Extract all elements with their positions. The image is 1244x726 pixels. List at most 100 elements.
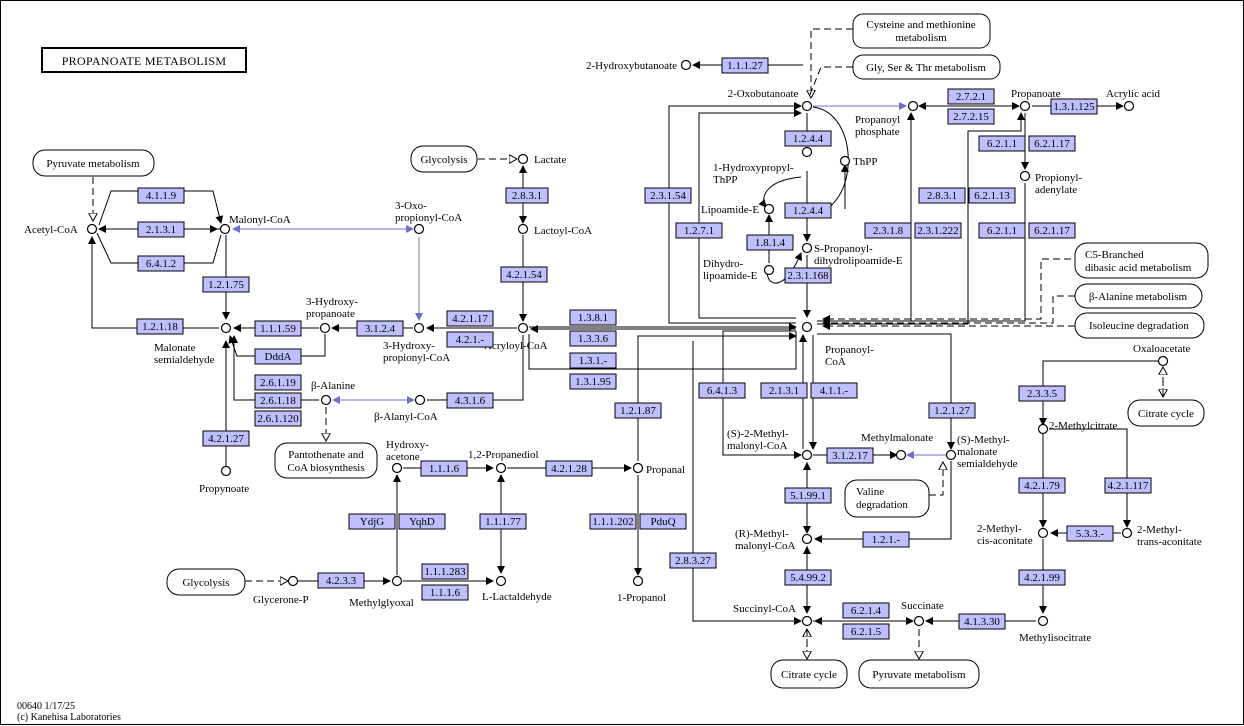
- node-lactoyl-coa[interactable]: [517, 223, 529, 235]
- enzyme-1-2-1-87[interactable]: 1.2.1.87: [614, 402, 662, 419]
- enzyme-1-1-1-202[interactable]: 1.1.1.202: [589, 513, 637, 530]
- node-propionyl-adenylate[interactable]: [1019, 170, 1031, 182]
- node-propanol[interactable]: [632, 575, 644, 587]
- enzyme-2-3-3-5[interactable]: 2.3.3.5: [1018, 385, 1066, 402]
- node-succinyl-coa[interactable]: [801, 615, 813, 627]
- node-acetyl-coa[interactable]: [86, 223, 98, 235]
- enzyme-2-8-3-1-left[interactable]: 2.8.3.1: [505, 187, 549, 204]
- node-oxopropionyl-coa[interactable]: [413, 223, 425, 235]
- node-propanoate[interactable]: [1019, 100, 1031, 112]
- enzyme-pduq[interactable]: PduQ: [639, 513, 687, 530]
- enzyme-1-1-1-283[interactable]: 1.1.1.283: [421, 563, 469, 580]
- node-methylmalonate[interactable]: [895, 449, 907, 461]
- enzyme-4-2-1-x[interactable]: 4.2.1.-: [446, 331, 494, 348]
- enzyme-2-6-1-120[interactable]: 2.6.1.120: [254, 410, 302, 427]
- node-propanal[interactable]: [632, 462, 644, 474]
- node-lipoamide-e[interactable]: [763, 203, 775, 215]
- map-glycolysis-top[interactable]: Glycolysis: [410, 145, 478, 173]
- enzyme-4-2-1-27[interactable]: 4.2.1.27: [202, 430, 250, 447]
- map-citrate-cycle-bottom[interactable]: Citrate cycle: [770, 659, 848, 689]
- node-s-propanoyl[interactable]: [801, 242, 813, 254]
- enzyme-1-1-1-59[interactable]: 1.1.1.59: [254, 320, 302, 337]
- enzyme-2-6-1-18[interactable]: 2.6.1.18: [254, 392, 302, 409]
- node-malonyl-coa[interactable]: [219, 223, 231, 235]
- node-hydroxypropanoate[interactable]: [319, 322, 331, 334]
- node-glycerone-p[interactable]: [287, 575, 299, 587]
- enzyme-1-3-1-x[interactable]: 1.3.1.-: [569, 352, 617, 369]
- enzyme-6-2-1-1-b[interactable]: 6.2.1.1: [978, 222, 1026, 239]
- enzyme-4-2-1-17[interactable]: 4.2.1.17: [446, 310, 494, 327]
- enzyme-2-8-3-1-right[interactable]: 2.8.3.1: [918, 187, 966, 204]
- node-methylglyoxal[interactable]: [391, 575, 403, 587]
- node-propanoyl-coa[interactable]: [801, 321, 813, 333]
- enzyme-4-2-1-79[interactable]: 4.2.1.79: [1018, 477, 1066, 494]
- map-citrate-cycle-right[interactable]: Citrate cycle: [1127, 399, 1205, 427]
- enzyme-1-3-1-125[interactable]: 1.3.1.125: [1050, 98, 1098, 115]
- node-hydroxypropyl-thpp[interactable]: [801, 146, 813, 158]
- map-glycolysis-bottom[interactable]: Glycolysis: [166, 568, 246, 596]
- enzyme-6-2-1-13[interactable]: 6.2.1.13: [968, 187, 1016, 204]
- enzyme-6-2-1-17-b[interactable]: 6.2.1.17: [1028, 222, 1076, 239]
- enzyme-ddda[interactable]: DddA: [254, 348, 302, 365]
- map-pantothenate[interactable]: Pantothenate and CoA biosynthesis: [274, 442, 378, 479]
- enzyme-1-3-3-6[interactable]: 1.3.3.6: [569, 330, 617, 347]
- node-oxobutanoate[interactable]: [801, 100, 813, 112]
- enzyme-3-1-2-17[interactable]: 3.1.2.17: [826, 447, 874, 464]
- node-r-methylmalonyl-coa[interactable]: [801, 533, 813, 545]
- enzyme-6-2-1-4[interactable]: 6.2.1.4: [842, 602, 890, 619]
- node-s-methylmalonyl-coa[interactable]: [801, 449, 813, 461]
- enzyme-1-8-1-4[interactable]: 1.8.1.4: [746, 234, 794, 251]
- map-pyruvate-bottom[interactable]: Pyruvate metabolism: [858, 659, 980, 689]
- enzyme-6-4-1-2[interactable]: 6.4.1.2: [137, 255, 185, 272]
- enzyme-6-4-1-3[interactable]: 6.4.1.3: [698, 382, 746, 399]
- enzyme-1-3-1-95[interactable]: 1.3.1.95: [569, 373, 617, 390]
- enzyme-4-2-1-28[interactable]: 4.2.1.28: [545, 460, 593, 477]
- node-beta-alanine[interactable]: [320, 394, 332, 406]
- node-thpp[interactable]: [839, 155, 851, 167]
- enzyme-2-7-2-1[interactable]: 2.7.2.1: [947, 88, 995, 105]
- enzyme-4-1-1-x[interactable]: 4.1.1.-: [810, 382, 858, 399]
- enzyme-6-2-1-1-a[interactable]: 6.2.1.1: [978, 135, 1026, 152]
- enzyme-2-8-3-27[interactable]: 2.8.3.27: [669, 552, 717, 569]
- enzyme-boxes[interactable]: 1.1.1.27 2.7.2.1 2.7.2.15 1.3.1.125 1.2.…: [136, 57, 1152, 640]
- node-beta-alanyl-coa[interactable]: [414, 394, 426, 406]
- node-acryloyl-coa[interactable]: [517, 322, 529, 334]
- node-succinate[interactable]: [913, 615, 925, 627]
- node-oxaloacetate[interactable]: [1157, 355, 1169, 367]
- enzyme-2-3-1-168[interactable]: 2.3.1.168: [784, 267, 832, 284]
- enzyme-2-6-1-19[interactable]: 2.6.1.19: [254, 374, 302, 391]
- enzyme-1-1-1-77[interactable]: 1.1.1.77: [479, 513, 527, 530]
- node-hydroxyacetone[interactable]: [391, 462, 403, 474]
- map-beta-alanine[interactable]: β-Alanine metabolism: [1074, 283, 1203, 309]
- enzyme-1-1-1-6-b[interactable]: 1.1.1.6: [421, 584, 469, 601]
- enzyme-2-3-1-222[interactable]: 2.3.1.222: [914, 222, 962, 239]
- enzyme-4-3-1-6[interactable]: 4.3.1.6: [446, 392, 494, 409]
- enzyme-3-1-2-4[interactable]: 3.1.2.4: [356, 320, 404, 337]
- node-lactaldehyde[interactable]: [495, 575, 507, 587]
- enzyme-2-7-2-15[interactable]: 2.7.2.15: [947, 108, 995, 125]
- enzyme-1-2-1-18[interactable]: 1.2.1.18: [136, 318, 184, 335]
- map-pyruvate-top[interactable]: Pyruvate metabolism: [32, 149, 155, 177]
- enzyme-ydjg[interactable]: YdjG: [348, 513, 396, 530]
- enzyme-4-2-3-3[interactable]: 4.2.3.3: [317, 572, 365, 589]
- enzyme-1-2-7-1[interactable]: 1.2.7.1: [675, 222, 723, 239]
- enzyme-4-2-1-117[interactable]: 4.2.1.117: [1104, 477, 1152, 494]
- enzyme-2-3-1-8[interactable]: 2.3.1.8: [864, 222, 912, 239]
- node-methylcitrate[interactable]: [1037, 423, 1049, 435]
- enzyme-1-2-4-4-b[interactable]: 1.2.4.4: [784, 202, 832, 219]
- map-links[interactable]: Cysteine and methionine metabolism Gly, …: [32, 13, 1209, 689]
- node-lactate[interactable]: [517, 153, 529, 165]
- node-methyl-cis-aconitate[interactable]: [1037, 527, 1049, 539]
- enzyme-2-1-3-1-mid[interactable]: 2.1.3.1: [760, 382, 808, 399]
- enzyme-5-4-99-2[interactable]: 5.4.99.2: [784, 569, 832, 586]
- enzyme-4-1-1-9[interactable]: 4.1.1.9: [137, 187, 185, 204]
- node-hydroxybutanoate[interactable]: [680, 59, 692, 71]
- enzyme-1-2-1-x[interactable]: 1.2.1.-: [862, 531, 910, 548]
- map-isoleucine[interactable]: Isoleucine degradation: [1074, 312, 1205, 339]
- node-propanediol[interactable]: [495, 462, 507, 474]
- map-gly-ser-thr[interactable]: Gly, Ser & Thr metabolism: [852, 54, 1001, 80]
- node-methyl-trans-aconitate[interactable]: [1121, 527, 1133, 539]
- map-valine[interactable]: Valine degradation: [844, 479, 930, 518]
- node-dihydrolipoamide[interactable]: [763, 264, 775, 276]
- map-c5-branched[interactable]: C5-Branched dibasic acid metabolism: [1074, 242, 1209, 279]
